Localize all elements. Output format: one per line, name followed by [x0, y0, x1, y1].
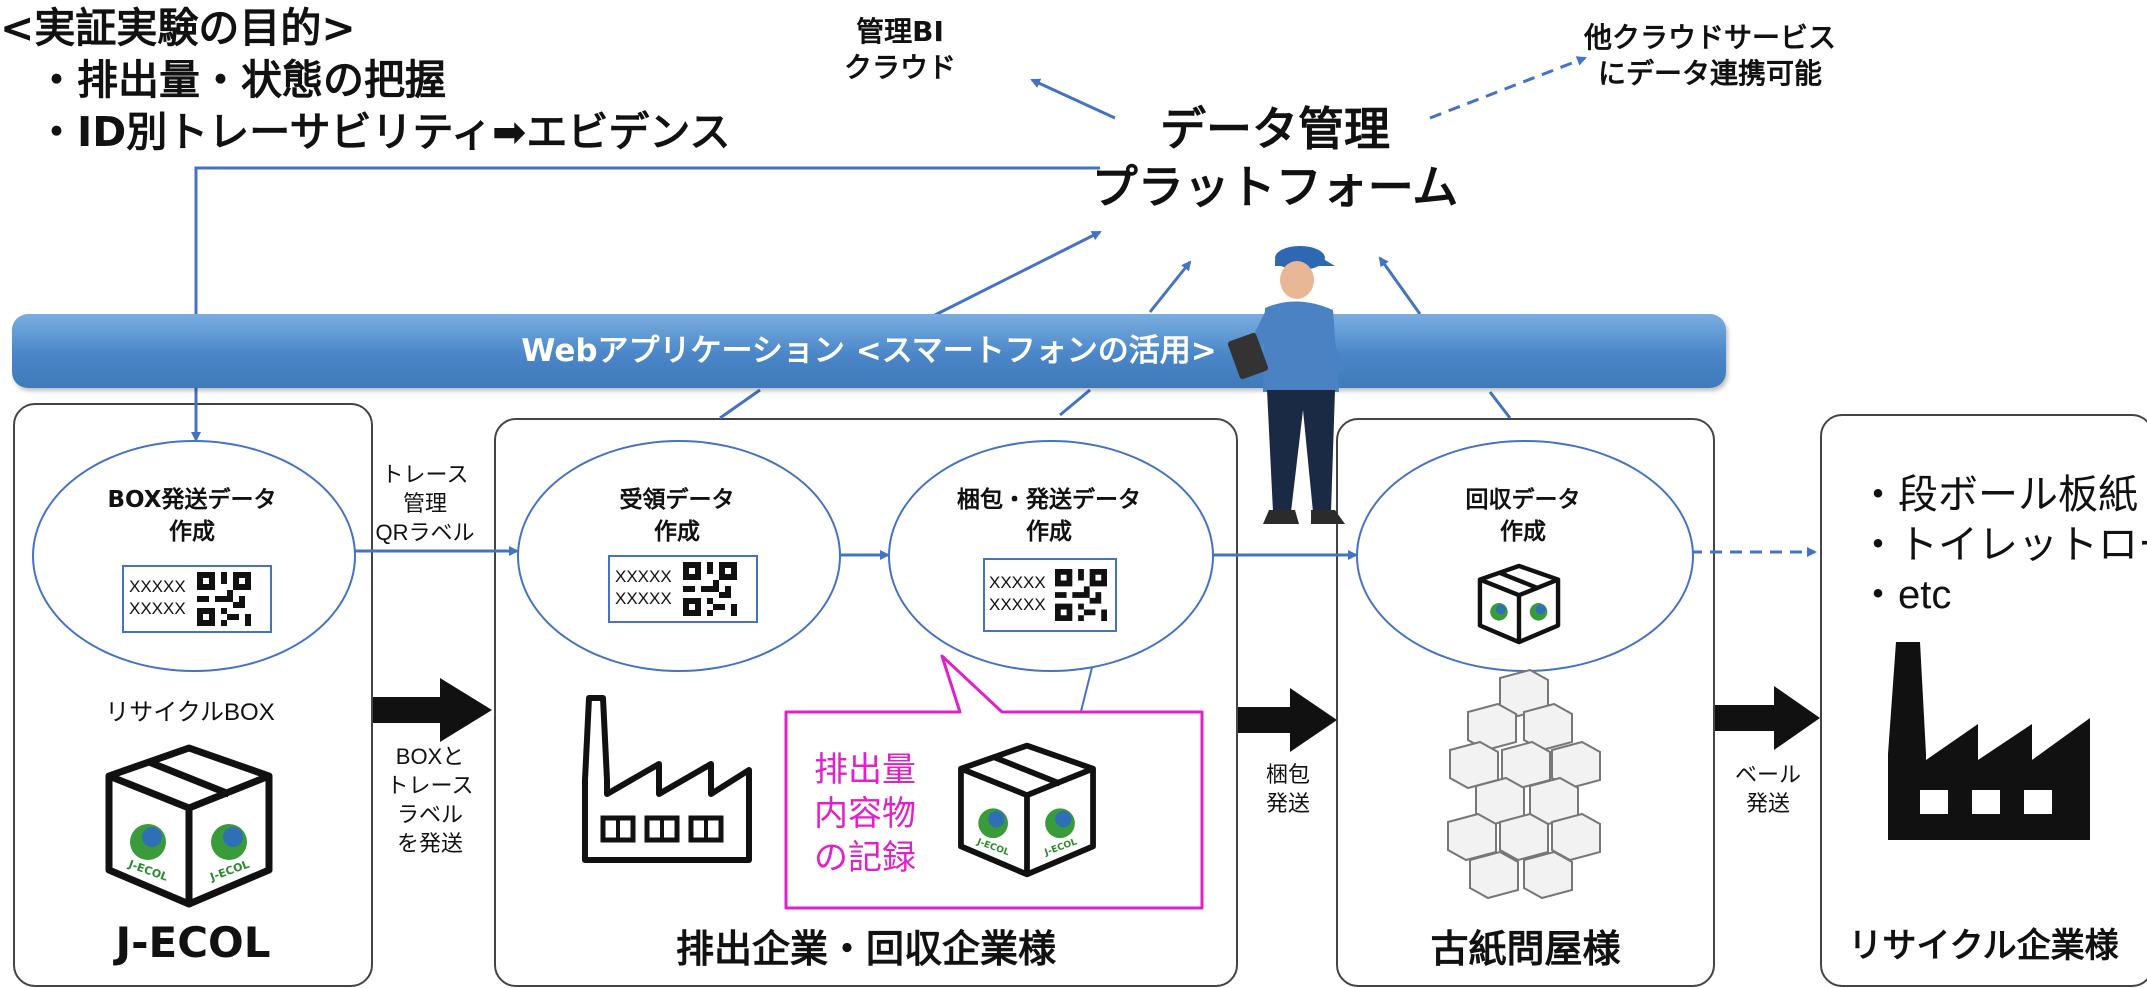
collection-line2: 作成 [1500, 519, 1546, 545]
purpose-title: <実証実験の目的> [0, 4, 356, 52]
box-shipping-line2: 作成 [169, 519, 215, 545]
pack-send-note: 梱包 発送 [1238, 760, 1338, 818]
qr-label-packing: XXXXX XXXXX [983, 558, 1117, 632]
bale-send-line2: 発送 [1745, 791, 1790, 816]
pack-send-line1: 梱包 [1265, 762, 1310, 787]
arrow-packing-to-platform [1148, 260, 1192, 313]
recycler-name: リサイクル企業様 [1848, 926, 2119, 966]
recycle-box-icon: J-ECOL J-ECOL [958, 742, 1096, 878]
platform-line1: データ管理 [1160, 102, 1390, 156]
platform-line2: プラットフォーム [1091, 160, 1459, 214]
trace-qr-note: トレース 管理 QRラベル [360, 460, 490, 547]
qr-text-line1: XXXXX [129, 577, 186, 596]
receipt-line2: 作成 [654, 519, 700, 545]
callout-line3: の記録 [814, 839, 916, 877]
box-send-line3: ラベル [396, 802, 463, 827]
black-arrow-pack-send [1238, 688, 1337, 752]
bi-cloud-line2: クラウド [843, 51, 956, 84]
bale-send-line1: ベール [1734, 762, 1801, 787]
web-application-label: Webアプリケーション <スマートフォンの活用> [521, 333, 1217, 369]
worker-person-icon [1227, 246, 1345, 524]
factory-solid-icon [1888, 642, 2090, 840]
pack-send-line2: 発送 [1265, 791, 1310, 816]
arrow-to-bi-cloud [1030, 78, 1116, 120]
box-shipping-line1: BOX発送データ [107, 487, 277, 513]
qr-code-icon [197, 572, 251, 626]
black-arrow-bale-send [1715, 686, 1820, 750]
box-send-note: BOXと トレース ラベル を発送 [370, 742, 490, 858]
other-cloud-label: 他クラウドサービス にデータ連携可能 [1560, 20, 1860, 92]
trace-note-line3: QRラベル [375, 520, 475, 545]
qr-text-line2: XXXXX [129, 599, 186, 618]
recycler-panel [1820, 414, 2147, 987]
bi-cloud-label: 管理BI クラウド [795, 14, 1005, 86]
collection-line1: 回収データ [1465, 487, 1581, 513]
box-send-line1: BOXと [395, 744, 465, 769]
emitter-name: 排出企業・回収企業様 [675, 927, 1056, 971]
paper-bales-icon [1447, 668, 1601, 900]
recycle-box-small-icon [1477, 563, 1561, 645]
qr-code-icon [683, 562, 737, 616]
qr-label-receipt: XXXXX XXXXX [608, 555, 758, 623]
box-shipping-data-title: BOX発送データ 作成 [32, 484, 352, 548]
black-arrow-box-send [373, 678, 492, 742]
qr-text-line1: XXXXX [989, 573, 1046, 592]
purpose-item-2: ・ID別トレーサビリティ➡エビデンス [36, 108, 731, 156]
callout-line2: 内容物 [814, 795, 916, 833]
arrow-to-other-cloud [1429, 56, 1587, 120]
jecol-name: J-ECOL [115, 918, 271, 967]
product-item-1: ・段ボール板紙 [1858, 473, 2138, 517]
arrow-platform-to-jecol [191, 166, 1100, 442]
recycle-box-label: リサイクルBOX [105, 699, 275, 726]
callout-line1: 排出量 [814, 751, 916, 789]
receipt-line1: 受領データ [619, 487, 735, 513]
box-shipping-data-ellipse [32, 440, 356, 672]
trace-note-line2: 管理 [402, 491, 447, 516]
receipt-data-title: 受領データ 作成 [517, 484, 837, 548]
other-cloud-line1: 他クラウドサービス [1583, 21, 1836, 54]
qr-text-line1: XXXXX [615, 567, 672, 586]
box-send-line2: トレース [386, 773, 474, 798]
other-cloud-line2: にデータ連携可能 [1597, 57, 1822, 90]
qr-code-icon [1055, 569, 1107, 621]
box-send-line4: を発送 [396, 831, 463, 856]
purpose-item-1: ・排出量・状態の把握 [36, 56, 446, 104]
bale-send-note: ベール 発送 [1712, 760, 1824, 818]
collection-data-title: 回収データ 作成 [1356, 484, 1690, 548]
wholesaler-name: 古紙問屋様 [1430, 927, 1621, 971]
purpose-block: <実証実験の目的> ・排出量・状態の把握 ・ID別トレーサビリティ➡エビデンス [0, 2, 731, 158]
product-item-3: ・etc [1858, 573, 1952, 617]
recycle-box-icon: J-ECOL J-ECOL [105, 744, 273, 908]
qr-label-jecol: XXXXX XXXXX [122, 565, 272, 633]
trace-note-line1: トレース [381, 462, 469, 487]
arrow-emitter-to-platform [934, 230, 1102, 317]
packing-shipping-data-ellipse [888, 440, 1214, 672]
data-platform-label: データ管理 プラットフォーム [1070, 100, 1480, 216]
qr-text-line2: XXXXX [989, 595, 1046, 614]
packing-line1: 梱包・発送データ [957, 487, 1141, 513]
qr-text-line2: XXXXX [615, 589, 672, 608]
bi-cloud-line1: 管理BI [856, 15, 944, 48]
web-application-bar: Webアプリケーション <スマートフォンの活用> [12, 314, 1726, 388]
product-item-2: ・トイレットロール [1858, 523, 2147, 567]
arrow-wholesaler-to-platform [1378, 256, 1422, 315]
factory-outline-icon [582, 695, 752, 863]
packing-shipping-data-title: 梱包・発送データ 作成 [888, 484, 1210, 548]
recycled-products-list: ・段ボール板紙 ・トイレットロール ・etc [1858, 470, 2147, 620]
record-callout-text: 排出量 内容物 の記録 [814, 748, 916, 880]
packing-line2: 作成 [1026, 519, 1072, 545]
